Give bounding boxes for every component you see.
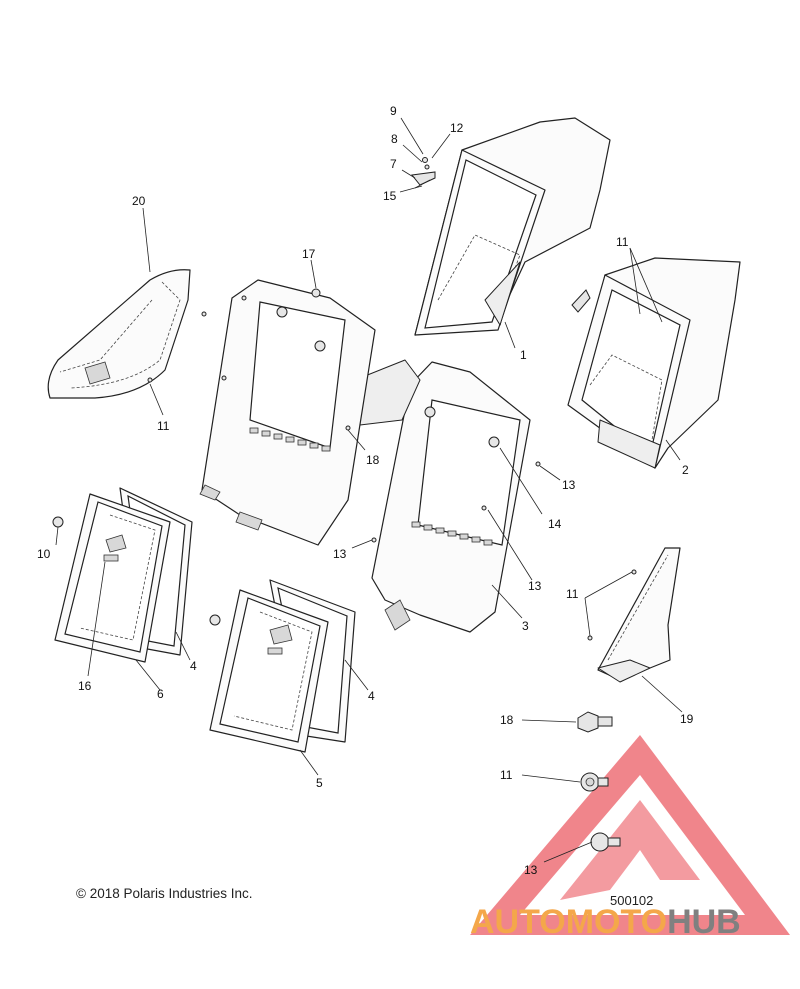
callout-7: 7 (390, 157, 397, 171)
callout-3: 3 (522, 619, 529, 633)
callout-18: 18 (366, 453, 380, 467)
callout-1: 1 (520, 348, 527, 362)
part-3-right-panel (349, 359, 531, 633)
callout-19: 19 (680, 712, 694, 726)
callout-11: 11 (157, 419, 170, 433)
callout-18: 18 (500, 713, 514, 727)
drawing-number: 500102 (610, 893, 654, 908)
callout-4: 4 (368, 689, 375, 703)
part-19-side-trim (597, 547, 681, 683)
callout-11: 11 (616, 235, 629, 249)
part-7-8-9-12-15-clip-assembly (411, 157, 436, 189)
clip-assembly-right (571, 289, 591, 313)
part-2-storage-box (567, 257, 741, 469)
callout-2: 2 (682, 463, 689, 477)
callout-17: 17 (302, 247, 316, 261)
callout-13: 13 (562, 478, 576, 492)
part-1-storage-box (414, 117, 611, 336)
copyright-notice: © 2018 Polaris Industries Inc. (76, 886, 253, 901)
part-17-fastener (311, 288, 321, 298)
callout-15: 15 (383, 189, 397, 203)
callout-10: 10 (37, 547, 51, 561)
part-18-bolt-detail (577, 711, 613, 733)
part-11-screw-detail (580, 772, 609, 792)
leader-lines (55, 117, 683, 863)
callout-14: 14 (548, 517, 562, 531)
screw-middle (209, 614, 221, 626)
callout-6: 6 (157, 687, 164, 701)
panel-left-button-row (249, 427, 331, 452)
panel-3-button-row (411, 521, 493, 546)
callout-11: 11 (500, 768, 513, 782)
part-5-lid-middle (209, 589, 329, 753)
callouts: 9 8 12 7 15 20 11 17 11 1 2 18 13 14 10 … (37, 104, 694, 877)
callout-11: 11 (566, 587, 579, 601)
part-10-screw (52, 516, 64, 528)
callout-4: 4 (190, 659, 197, 673)
part-13-rivet-detail (590, 832, 621, 852)
callout-20: 20 (132, 194, 146, 208)
watermark-text-hub: HUB (667, 903, 741, 941)
part-6-lid-left (54, 493, 171, 663)
watermark-text-automoto: AUTOMOTO (470, 903, 668, 941)
watermark-logo-text: AUTOMOTOHUB (470, 903, 741, 942)
callout-5: 5 (316, 776, 323, 790)
callout-16: 16 (78, 679, 92, 693)
callout-13: 13 (524, 863, 538, 877)
callout-8: 8 (391, 132, 398, 146)
callout-12: 12 (450, 121, 464, 135)
part-20-side-shroud (47, 269, 191, 399)
left-back-panel (199, 279, 376, 546)
callout-9: 9 (390, 104, 397, 118)
callout-13: 13 (528, 579, 542, 593)
watermark-triangle-logo (470, 735, 790, 935)
callout-13: 13 (333, 547, 347, 561)
